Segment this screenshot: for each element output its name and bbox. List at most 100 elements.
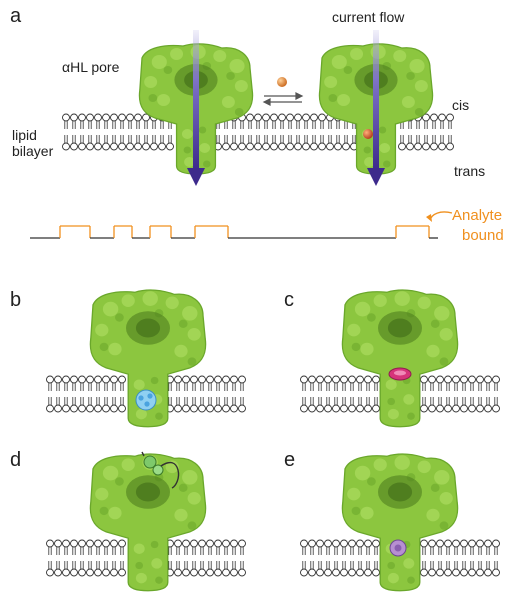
lipid-molecule xyxy=(182,375,190,392)
lipid-molecule xyxy=(428,539,436,556)
lipid-molecule xyxy=(468,539,476,556)
lipid-molecule xyxy=(316,375,324,392)
lipid-molecule xyxy=(102,375,110,392)
lipid-molecule xyxy=(78,396,86,413)
lipid-molecule xyxy=(428,560,436,577)
lipid-molecule xyxy=(262,113,270,130)
lipid-molecule xyxy=(372,539,380,556)
lipid-molecule xyxy=(118,396,126,413)
lipid-molecule xyxy=(444,375,452,392)
lipid-molecule xyxy=(230,134,238,151)
lipid-molecule xyxy=(444,396,452,413)
lipid-molecule xyxy=(468,396,476,413)
lipid-molecule xyxy=(118,539,126,556)
lipid-molecule xyxy=(302,113,310,130)
lipid-label: lipid xyxy=(12,127,37,143)
panel-label-b: b xyxy=(10,289,21,311)
adapter-molecule-c xyxy=(388,367,412,381)
lipid-molecule xyxy=(310,113,318,130)
lipid-molecule xyxy=(398,134,406,151)
lipid-molecule xyxy=(332,375,340,392)
lipid-molecule xyxy=(110,134,118,151)
lipid-molecule xyxy=(62,539,70,556)
lipid-molecule xyxy=(356,560,364,577)
lipid-molecule xyxy=(46,560,54,577)
lipid-molecule xyxy=(310,134,318,151)
lipid-molecule xyxy=(342,134,350,151)
lipid-molecule xyxy=(468,375,476,392)
lipid-molecule xyxy=(348,396,356,413)
lipid-molecule xyxy=(286,113,294,130)
lipid-molecule xyxy=(198,560,206,577)
lipid-molecule xyxy=(118,113,126,130)
lipid-molecule xyxy=(484,560,492,577)
cyclodextrin-adapter-b xyxy=(135,389,157,411)
lipid-molecule xyxy=(348,560,356,577)
lipid-molecule xyxy=(492,539,500,556)
lipid-molecule xyxy=(300,539,308,556)
lipid-molecule xyxy=(190,539,198,556)
lipid-molecule xyxy=(420,560,428,577)
lipid-molecule xyxy=(182,539,190,556)
lipid-molecule xyxy=(174,560,182,577)
lipid-molecule xyxy=(102,113,110,130)
lipid-molecule xyxy=(78,560,86,577)
lipid-molecule xyxy=(222,396,230,413)
lipid-molecule xyxy=(86,375,94,392)
lipid-molecule xyxy=(372,375,380,392)
lipid-molecule xyxy=(110,539,118,556)
adapter-molecule-e xyxy=(389,539,407,557)
lipid-molecule xyxy=(230,539,238,556)
lipid-molecule xyxy=(452,396,460,413)
lipid-molecule xyxy=(492,396,500,413)
lipid-molecule xyxy=(222,560,230,577)
lipid-molecule xyxy=(492,560,500,577)
lipid-molecule xyxy=(436,396,444,413)
lipid-molecule xyxy=(126,134,134,151)
lipid-molecule xyxy=(102,134,110,151)
cis-label: cis xyxy=(452,97,469,113)
trans-label: trans xyxy=(454,163,485,179)
lipid-molecule xyxy=(214,560,222,577)
lipid-molecule xyxy=(420,396,428,413)
lipid-molecule xyxy=(278,134,286,151)
lipid-molecule xyxy=(300,396,308,413)
lipid-molecule xyxy=(422,134,430,151)
lipid-molecule xyxy=(166,134,174,151)
lipid-molecule xyxy=(110,560,118,577)
lipid-molecule xyxy=(364,539,372,556)
lipid-molecule xyxy=(134,113,142,130)
lipid-molecule xyxy=(118,375,126,392)
lipid-molecule xyxy=(316,396,324,413)
lipid-molecule xyxy=(460,539,468,556)
lipid-molecule xyxy=(78,375,86,392)
bound-label: bound xyxy=(462,227,504,244)
lipid-molecule xyxy=(468,560,476,577)
lipid-molecule xyxy=(110,396,118,413)
lipid-molecule xyxy=(118,560,126,577)
lipid-molecule xyxy=(324,560,332,577)
lipid-molecule xyxy=(214,375,222,392)
lipid-molecule xyxy=(94,113,102,130)
lipid-molecule xyxy=(286,134,294,151)
lipid-molecule xyxy=(126,113,134,130)
lipid-molecule xyxy=(308,560,316,577)
lipid-molecule xyxy=(270,134,278,151)
lipid-molecule xyxy=(364,396,372,413)
lipid-molecule xyxy=(54,396,62,413)
lipid-molecule xyxy=(86,134,94,151)
lipid-molecule xyxy=(372,560,380,577)
lipid-molecule xyxy=(46,375,54,392)
lipid-molecule xyxy=(94,560,102,577)
lipid-molecule xyxy=(476,396,484,413)
lipid-molecule xyxy=(62,134,70,151)
pore-label: αHL pore xyxy=(62,59,120,75)
lipid-molecule xyxy=(78,113,86,130)
lipid-molecule xyxy=(340,396,348,413)
lipid-molecule xyxy=(484,375,492,392)
lipid-molecule xyxy=(214,396,222,413)
lipid-molecule xyxy=(78,539,86,556)
current-flow-label: current flow xyxy=(332,9,405,25)
analyte-pointer-arrow xyxy=(429,211,453,221)
lipid-molecule xyxy=(174,375,182,392)
